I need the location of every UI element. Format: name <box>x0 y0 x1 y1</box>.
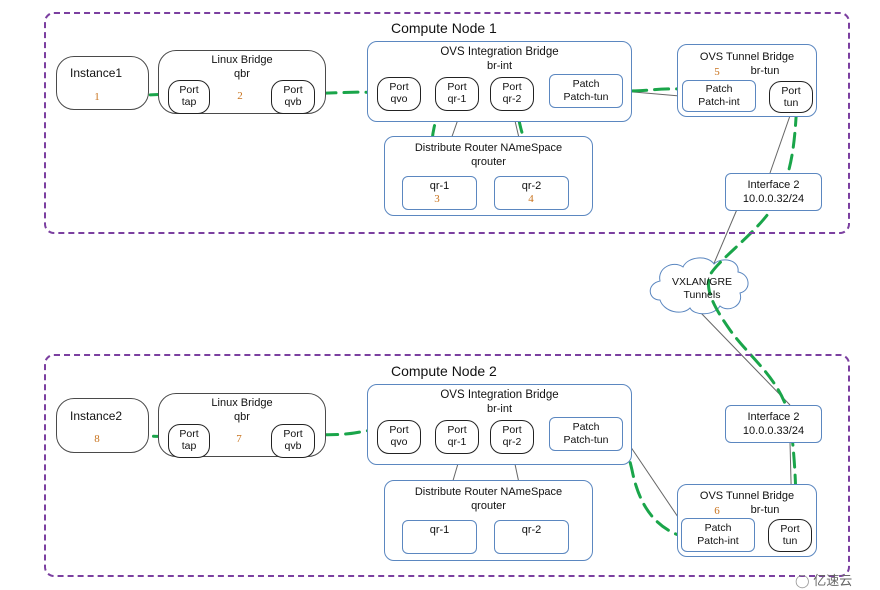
instance2-label: Instance2 <box>70 409 123 423</box>
step-8-number: 8 <box>94 433 100 445</box>
router-2-title: Distribute Router NAmeSpace <box>414 486 563 498</box>
step-1-number: 1 <box>94 91 100 103</box>
tunnel-bridge-2-title: OVS Tunnel Bridge <box>699 490 795 502</box>
linux-bridge-1-title: Linux Bridge <box>211 54 273 66</box>
router-2-qr1-label: qr-1 <box>429 524 450 536</box>
linux-bridge-2-title: Linux Bridge <box>211 397 273 409</box>
integration-bridge-2-title: OVS Integration Bridge <box>440 389 559 401</box>
instance1-label: Instance1 <box>70 66 123 80</box>
step-4-number: 4 <box>528 193 534 205</box>
integration-bridge-2-name: br-int <box>486 403 513 415</box>
router-1-title: Distribute Router NAmeSpace <box>414 142 563 154</box>
watermark-logo-icon: ◯ <box>795 573 810 588</box>
instance2-box <box>56 398 149 453</box>
step-3-number: 3 <box>434 193 440 205</box>
router-1-name: qrouter <box>471 156 506 168</box>
step-5-number: 5 <box>714 66 720 78</box>
integration-bridge-1-name: br-int <box>486 60 513 72</box>
router-2-qr2-box <box>494 520 569 554</box>
integration-bridge-1-title: OVS Integration Bridge <box>440 46 559 58</box>
router-1-qr1-box <box>402 176 477 210</box>
router-2-qr2-label: qr-2 <box>521 524 542 536</box>
linux-bridge-2-name: qbr <box>234 411 250 423</box>
step-7-number: 7 <box>236 433 242 445</box>
router-2-qr1-box <box>402 520 477 554</box>
instance1-box <box>56 56 149 110</box>
tunnel-bridge-2-name: br-tun <box>750 504 780 516</box>
tunnel-bridge-1-title: OVS Tunnel Bridge <box>699 51 795 63</box>
compute-node-1-title: Compute Node 1 <box>391 20 497 36</box>
vxlan-cloud-shape <box>649 257 749 315</box>
watermark: ◯ 亿速云 <box>795 573 853 588</box>
router-2-name: qrouter <box>471 500 506 512</box>
router-1-qr1-label: qr-1 <box>429 180 450 192</box>
linux-bridge-1-name: qbr <box>234 68 250 80</box>
router-1-qr2-label: qr-2 <box>521 180 542 192</box>
compute-node-2-frame <box>44 354 850 577</box>
router-1-qr2-box <box>494 176 569 210</box>
step-6-number: 6 <box>714 505 720 517</box>
compute-node-2-title: Compute Node 2 <box>391 363 497 379</box>
step-2-number: 2 <box>237 90 243 102</box>
compute-node-1-frame <box>44 12 850 234</box>
tunnel-bridge-1-name: br-tun <box>750 65 780 77</box>
